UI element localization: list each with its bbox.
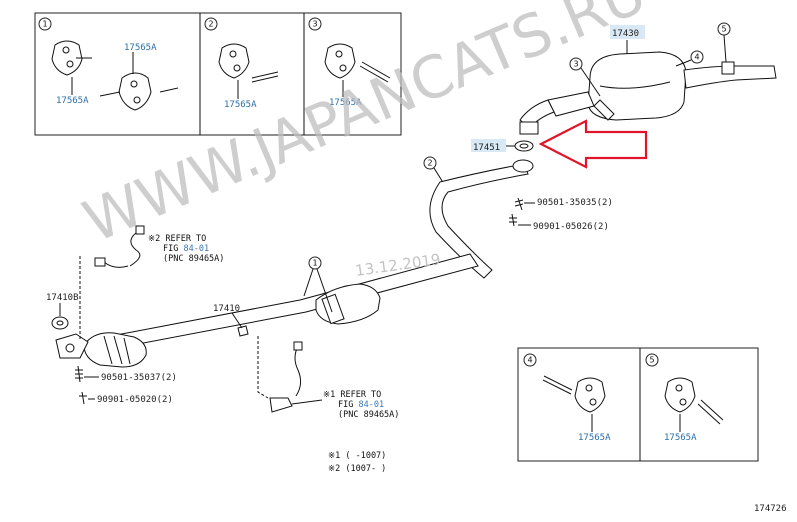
- callout-4-main: [690, 50, 704, 64]
- ref2-fig-link[interactable]: 84-01: [183, 244, 209, 254]
- callout-1: [38, 17, 52, 31]
- inset-top-hangers: 1 2 3 17565A 17565A: [34, 12, 402, 136]
- hanger-3: [324, 43, 391, 83]
- callout-3: [308, 17, 322, 31]
- callout-5: [645, 353, 659, 367]
- inset-bottom-hangers: 4 5 17565A 17565A: [517, 347, 759, 462]
- ref2-fig: FIG 84-01: [163, 244, 209, 254]
- callout-2: [204, 17, 218, 31]
- figure-id: 174726: [754, 504, 787, 514]
- ref1-fig: FIG 84-01: [338, 400, 384, 410]
- ref1-pnc: (PNC 89465A): [338, 410, 399, 420]
- part-90501-35037: 90501-35037(2): [101, 373, 177, 383]
- hanger-5: [664, 377, 724, 425]
- front-pipe-17410: [55, 253, 479, 368]
- ref2-line1: ※2 REFER TO: [148, 234, 206, 244]
- part-90501-35035: 90501-35035(2): [537, 198, 613, 208]
- part-17565a-4: 17565A: [578, 433, 611, 443]
- part-17430: 17430: [612, 29, 639, 39]
- callout-5-main-label: 5: [721, 25, 726, 34]
- callout-4: [523, 353, 537, 367]
- ref2-pnc: (PNC 89465A): [163, 254, 224, 264]
- part-17410: 17410: [213, 304, 240, 314]
- callout-3-main-label: 3: [573, 60, 578, 69]
- part-17451: 17451: [473, 143, 500, 153]
- note-2: ※2 (1007- ): [328, 464, 386, 474]
- oxygen-sensor-front: [79, 225, 145, 340]
- hanger-1a: [51, 40, 92, 76]
- note-1: ※1 ( -1007): [328, 451, 386, 461]
- callout-1-label: 1: [42, 20, 47, 29]
- callout-4-label: 4: [527, 356, 532, 365]
- callout-4-main-label: 4: [694, 53, 699, 62]
- callout-3-label: 3: [312, 20, 317, 29]
- callout-1-main-label: 1: [312, 259, 317, 268]
- callout-5-label: 5: [649, 356, 654, 365]
- part-17565a-2: 17565A: [224, 100, 257, 110]
- highlight-arrow: [538, 119, 648, 169]
- oxygen-sensor-rear: [257, 336, 323, 413]
- part-17565a-1b: 17565A: [56, 96, 89, 106]
- ref1-fig-link[interactable]: 84-01: [358, 400, 384, 410]
- part-17565a-5: 17565A: [664, 433, 697, 443]
- hanger-1b: [99, 72, 179, 111]
- callout-1-main: [308, 256, 322, 270]
- part-90901-05026: 90901-05026(2): [533, 222, 609, 232]
- gasket-17451: 17451: [471, 139, 534, 153]
- part-17565a-1a: 17565A: [124, 43, 157, 53]
- callout-2-main-label: 2: [427, 159, 432, 168]
- callout-2-main: [423, 156, 437, 170]
- part-17565a-3: 17565A: [329, 98, 362, 108]
- gasket-17410b: [51, 316, 69, 330]
- callout-2-label: 2: [208, 20, 213, 29]
- muffler-assembly: 17430 3 4 5: [519, 22, 777, 135]
- hanger-2: [218, 43, 279, 83]
- part-90901-05020: 90901-05020(2): [97, 395, 173, 405]
- hanger-4: [542, 375, 606, 413]
- part-17410b: 17410B: [46, 293, 79, 303]
- ref1-line1: ※1 REFER TO: [323, 390, 381, 400]
- callout-3-main: [569, 57, 583, 71]
- center-pipe: 2 90501-35035(2) 90901-05026(2): [423, 156, 613, 279]
